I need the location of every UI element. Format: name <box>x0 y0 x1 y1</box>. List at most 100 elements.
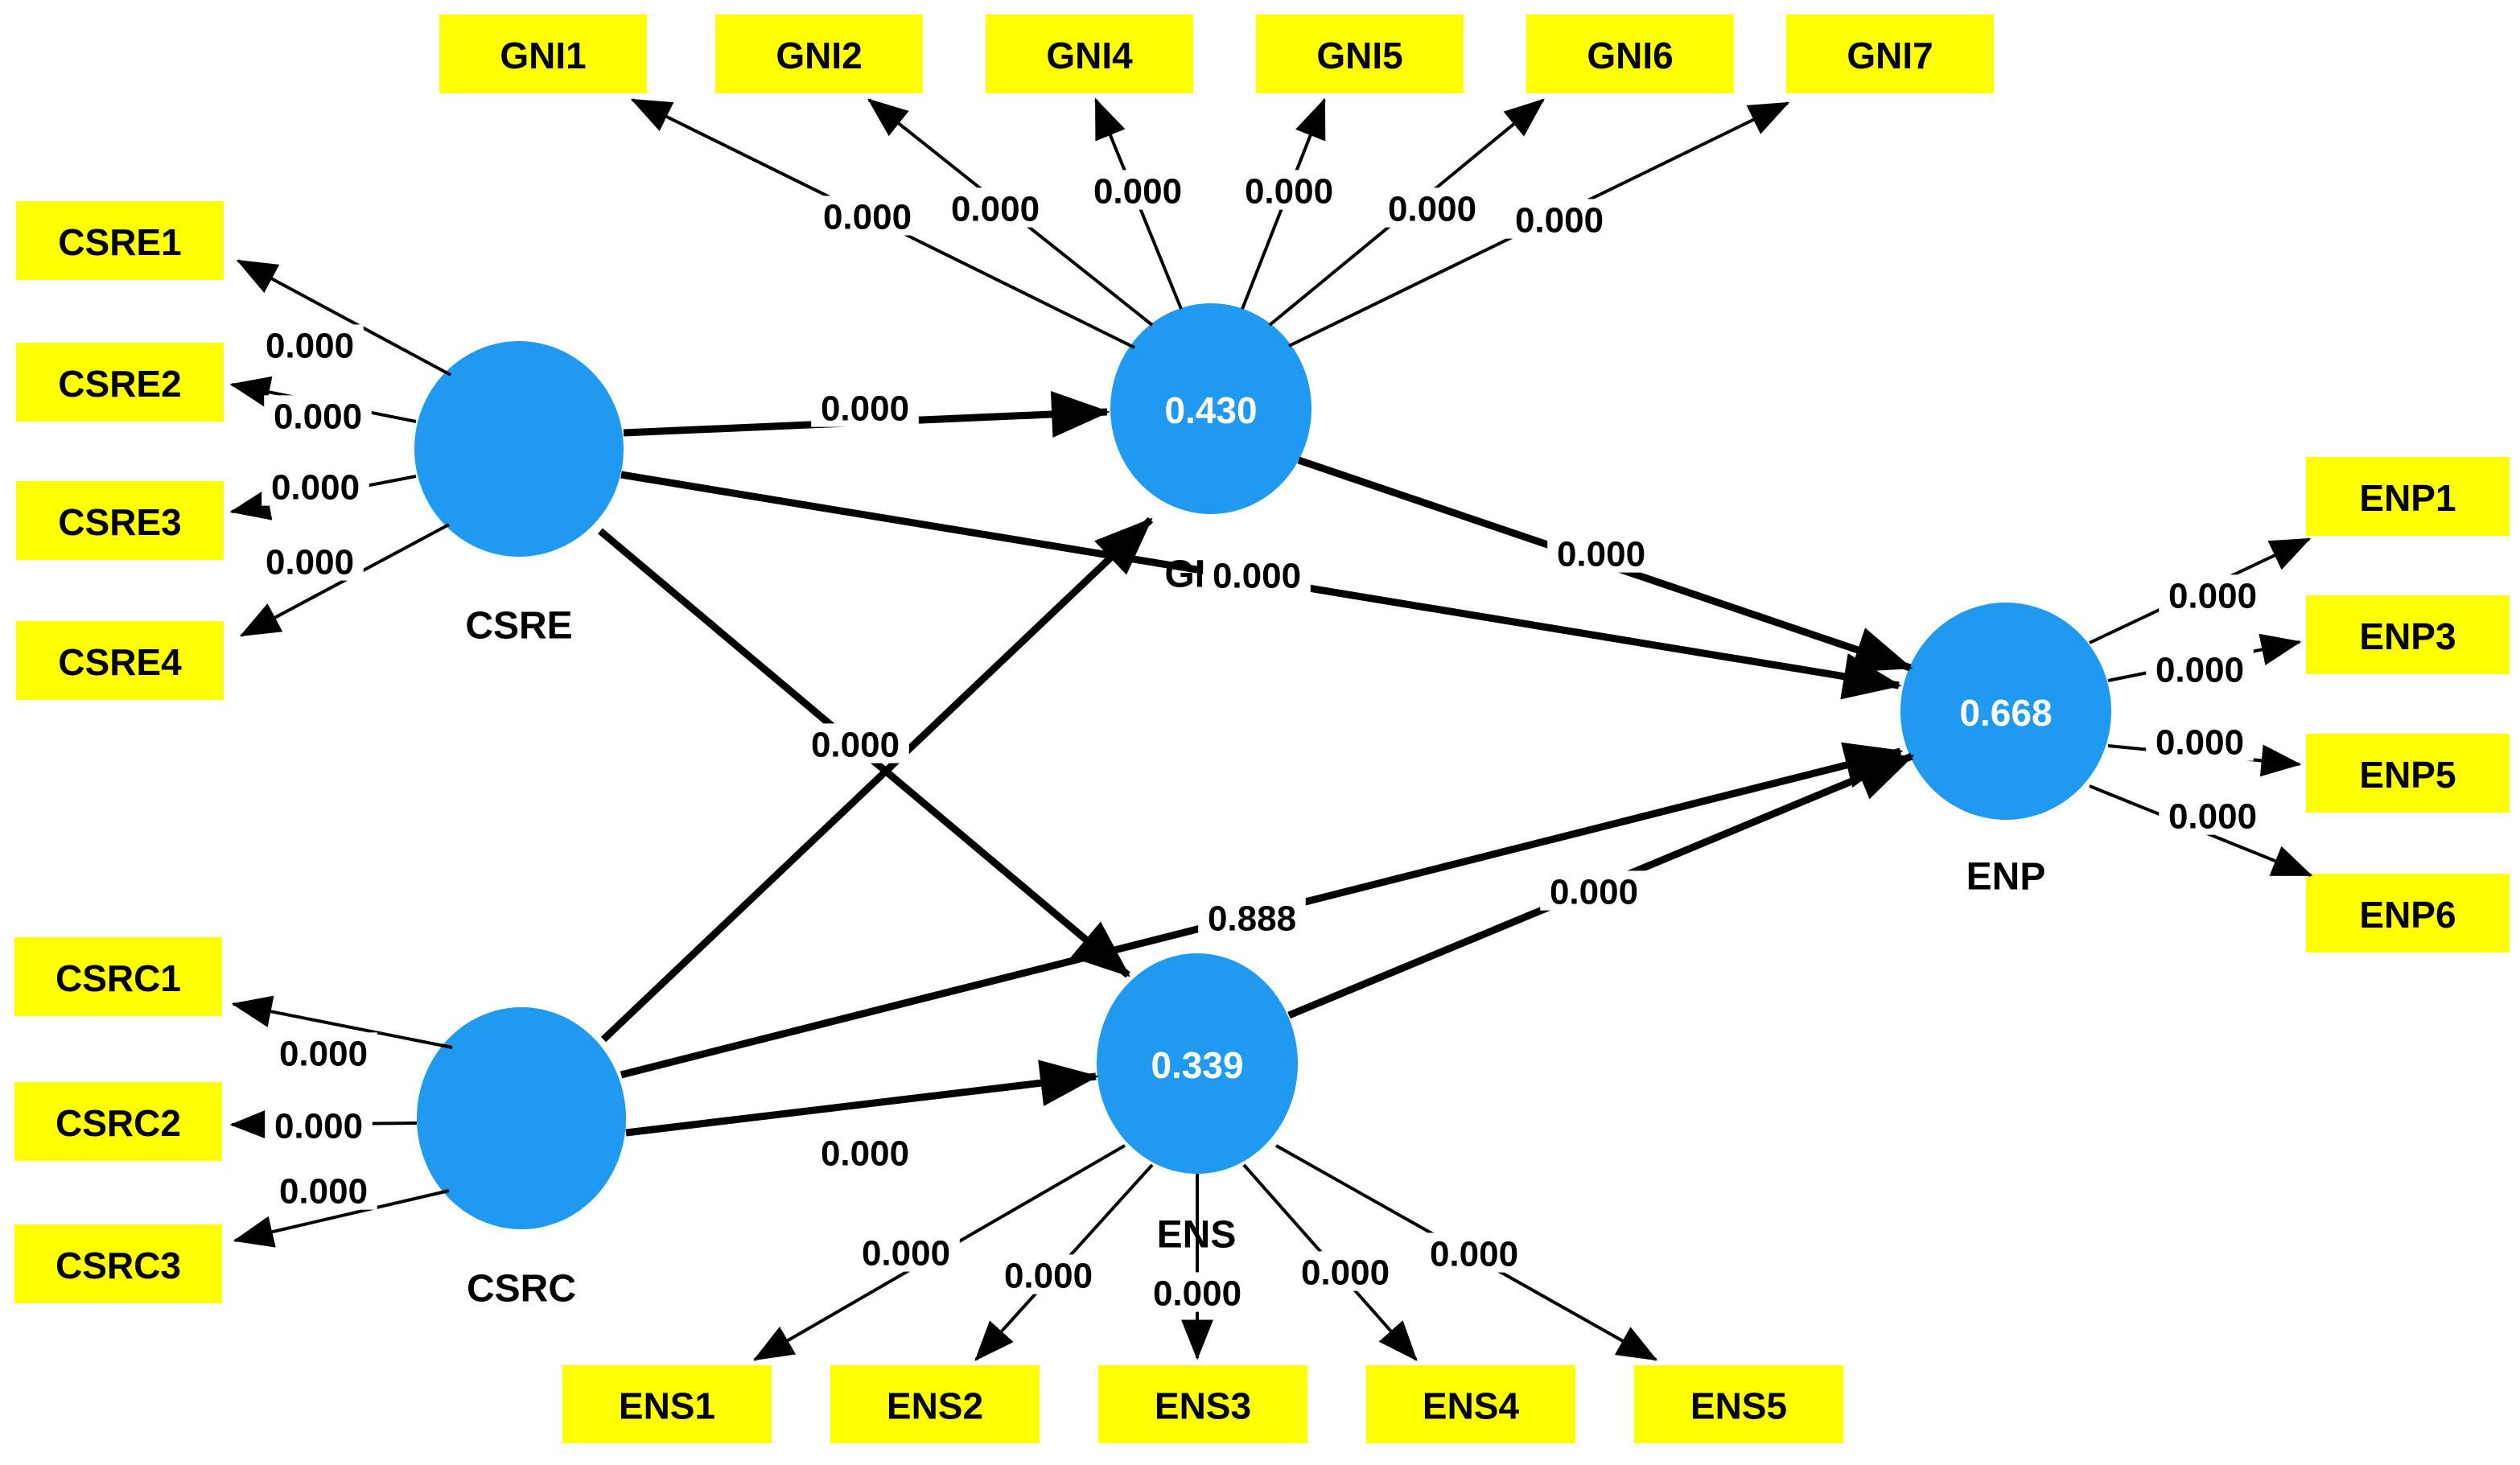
latent-name-label-CSRC: CSRC <box>467 1268 576 1311</box>
indicator-box-CSRE4[interactable] <box>16 621 224 700</box>
indicator-GNI6[interactable]: GNI6 <box>1526 14 1734 93</box>
path-labels-layer: 0.000 0.000 0.000 0.000 0.000 0.000 0.000 0.000… <box>256 170 2267 1314</box>
latent-node-GNI[interactable] <box>1110 303 1311 514</box>
indicator-ENS1[interactable]: ENS1 <box>562 1365 772 1443</box>
indicator-label-ENP1: ENP1 <box>2359 477 2456 519</box>
indicator-ENP6[interactable]: ENP6 <box>2306 874 2510 953</box>
indicator-label-CSRC3: CSRC3 <box>56 1245 181 1286</box>
indicator-CSRE3[interactable]: CSRE3 <box>16 481 224 560</box>
label-background <box>261 466 369 506</box>
loading-label-CSRC-CSRC2: 0.000 <box>265 1105 373 1146</box>
latent-node-CSRC[interactable] <box>417 1007 626 1229</box>
loading-label-ENS-ENS1: 0.000 <box>852 1232 960 1274</box>
label-background <box>2146 721 2254 761</box>
indicator-label-ENS1: ENS1 <box>619 1385 715 1427</box>
loading-label-GNI-GNI5: 0.000 <box>1235 170 1343 212</box>
label-background <box>994 1254 1102 1294</box>
loading-label-GNI-GNI6: 0.000 <box>1378 187 1486 229</box>
indicator-label-ENP3: ENP3 <box>2359 615 2456 657</box>
loading-coefficient-CSRE-CSRE3: 0.000 <box>271 468 360 508</box>
loading-label-ENS-ENS2: 0.000 <box>994 1254 1102 1296</box>
indicator-box-CSRE2[interactable] <box>16 343 224 422</box>
indicator-box-ENP6[interactable] <box>2306 874 2510 953</box>
loading-label-CSRC-CSRC1: 0.000 <box>270 1032 377 1074</box>
label-background <box>801 723 909 763</box>
latent-node-ENP[interactable] <box>1900 603 2111 820</box>
label-background <box>1143 1272 1251 1312</box>
indicator-CSRE4[interactable]: CSRE4 <box>16 621 224 700</box>
indicator-box-GNI4[interactable] <box>986 14 1193 93</box>
indicator-ENS4[interactable]: ENS4 <box>1366 1365 1575 1443</box>
loading-label-CSRC-CSRC3: 0.000 <box>270 1170 377 1212</box>
indicator-box-GNI2[interactable] <box>715 14 923 93</box>
indicator-CSRC3[interactable]: CSRC3 <box>14 1224 222 1303</box>
indicator-box-ENS1[interactable] <box>562 1365 772 1443</box>
indicator-label-ENS5: ENS5 <box>1690 1385 1787 1427</box>
latent-node-ENS[interactable] <box>1097 953 1298 1174</box>
label-background <box>2159 795 2267 835</box>
indicator-box-CSRE3[interactable] <box>16 481 224 560</box>
indicator-GNI4[interactable]: GNI4 <box>986 14 1193 93</box>
latent-node-CSRE[interactable] <box>414 341 624 557</box>
indicator-ENP3[interactable]: ENP3 <box>2306 595 2510 674</box>
loading-label-CSRE-CSRE3: 0.000 <box>261 466 369 508</box>
latent-rsquare-value-ENP: 0.668 <box>1959 692 2052 734</box>
indicator-GNI2[interactable]: GNI2 <box>715 14 923 93</box>
label-background <box>264 395 372 435</box>
measurement-path-CSRE-CSRE1 <box>236 259 451 377</box>
indicator-ENS5[interactable]: ENS5 <box>1634 1365 1843 1443</box>
indicator-box-CSRE1[interactable] <box>16 201 224 280</box>
indicator-box-CSRC1[interactable] <box>14 937 222 1016</box>
indicator-label-GNI1: GNI1 <box>500 35 586 76</box>
indicator-box-ENP5[interactable] <box>2306 734 2510 813</box>
label-background <box>852 1232 960 1272</box>
label-background <box>1084 170 1192 210</box>
indicator-box-CSRC3[interactable] <box>14 1224 222 1303</box>
loading-coefficient-GNI-GNI1: 0.000 <box>823 198 912 237</box>
path-label-ENS-ENP: 0.000 <box>1540 870 1648 912</box>
indicator-GNI1[interactable]: GNI1 <box>439 14 647 93</box>
indicator-CSRE2[interactable]: CSRE2 <box>16 343 224 422</box>
structural-path-CSRC-ENS <box>625 1060 1099 1137</box>
label-background <box>1420 1232 1528 1273</box>
indicator-ENS2[interactable]: ENS2 <box>830 1365 1040 1443</box>
indicator-box-ENS2[interactable] <box>830 1365 1040 1443</box>
label-background <box>1505 199 1613 239</box>
indicator-box-ENS5[interactable] <box>1634 1365 1843 1443</box>
indicator-CSRE1[interactable]: CSRE1 <box>16 201 224 280</box>
label-background <box>1378 187 1486 228</box>
indicator-ENS3[interactable]: ENS3 <box>1098 1365 1307 1443</box>
indicator-box-GNI1[interactable] <box>439 14 647 93</box>
label-background <box>813 195 921 236</box>
label-background <box>941 187 1049 228</box>
path-coefficient-CSRC-ENP: 0.888 <box>1208 899 1296 939</box>
indicator-label-ENS2: ENS2 <box>887 1385 983 1427</box>
indicator-GNI5[interactable]: GNI5 <box>1256 14 1464 93</box>
label-background <box>1235 170 1343 210</box>
latent-nodes-layer <box>414 303 2111 1229</box>
indicator-box-ENS3[interactable] <box>1098 1365 1307 1443</box>
indicator-box-CSRC2[interactable] <box>14 1082 222 1161</box>
indicator-box-ENP1[interactable] <box>2306 457 2510 536</box>
indicator-label-CSRC2: CSRC2 <box>56 1102 181 1144</box>
measurement-path-CSRC-CSRC1 <box>231 995 453 1049</box>
indicator-label-CSRE3: CSRE3 <box>58 501 181 543</box>
indicator-CSRC2[interactable]: CSRC2 <box>14 1082 222 1161</box>
indicator-ENP1[interactable]: ENP1 <box>2306 457 2510 536</box>
indicator-ENP5[interactable]: ENP5 <box>2306 734 2510 813</box>
indicator-box-ENP3[interactable] <box>2306 595 2510 674</box>
indicator-GNI7[interactable]: GNI7 <box>1786 14 1994 93</box>
label-background <box>1198 897 1306 937</box>
loading-label-GNI-GNI2: 0.000 <box>941 187 1049 229</box>
indicator-box-GNI6[interactable] <box>1526 14 1734 93</box>
indicator-label-CSRE1: CSRE1 <box>58 221 181 263</box>
label-background <box>811 1132 919 1172</box>
indicator-box-GNI7[interactable] <box>1786 14 1994 93</box>
loading-coefficient-ENP-ENP3: 0.000 <box>2156 651 2244 690</box>
loading-label-ENP-ENP5: 0.000 <box>2146 721 2254 763</box>
indicator-box-ENS4[interactable] <box>1366 1365 1575 1443</box>
indicator-box-GNI5[interactable] <box>1256 14 1464 93</box>
latent-name-label-ENS: ENS <box>1157 1214 1237 1257</box>
indicator-CSRC1[interactable]: CSRC1 <box>14 937 222 1016</box>
